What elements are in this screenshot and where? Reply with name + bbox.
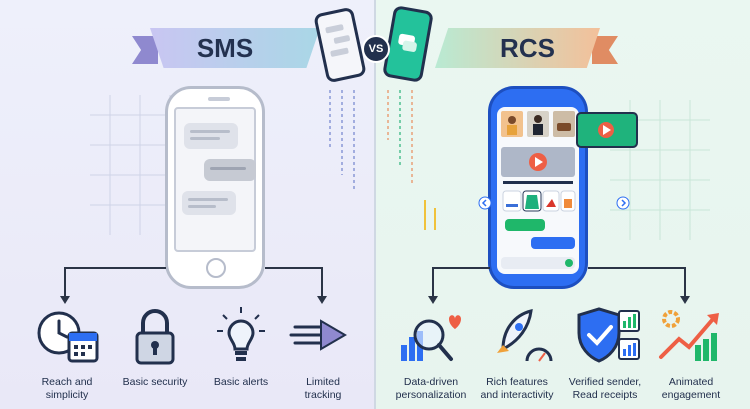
clock-calendar-icon: [37, 311, 99, 363]
feature-limited-tracking: Limited tracking: [278, 305, 368, 402]
chevron-right-icon[interactable]: [616, 196, 630, 210]
rcs-video-card: [576, 112, 638, 148]
sms-banner: SMS: [150, 28, 320, 68]
rcs-banner: RCS: [435, 28, 600, 68]
arrow-down-icon: [60, 296, 70, 304]
center-divider: [374, 0, 376, 409]
growth-arrow-gear-icon: [659, 310, 719, 361]
feature-verified-sender: Verified sender, Read receipts: [560, 305, 650, 402]
sms-phone: [165, 86, 265, 289]
rcs-tree-drop: [684, 267, 686, 297]
rcs-signal-lines: [387, 90, 436, 230]
feature-reach-simplicity: Reach and simplicity: [22, 305, 112, 402]
feature-label: Limited tracking: [304, 376, 342, 401]
mini-rcs-phone-icon: [382, 5, 434, 83]
feature-rich-features: Rich features and interactivity: [472, 305, 562, 402]
sms-tree-drop: [64, 267, 66, 297]
sms-bubble-incoming: [182, 191, 236, 215]
padlock-icon: [135, 309, 175, 365]
feature-basic-security: Basic security: [110, 305, 200, 389]
rcs-tree-bar: [588, 267, 685, 269]
chevron-left-icon[interactable]: [478, 196, 492, 210]
sms-tree-bar: [64, 267, 166, 269]
rcs-tree-drop: [432, 267, 434, 297]
feature-label: Animated engagement: [661, 376, 721, 401]
feature-label: Basic security: [122, 376, 188, 388]
feature-label: Verified sender, Read receipts: [568, 376, 642, 401]
rcs-phone: [488, 86, 588, 289]
feature-label: Rich features and interactivity: [480, 376, 554, 401]
sms-bubble-incoming: [184, 123, 238, 149]
sms-phone-screen: [174, 107, 256, 252]
feature-animated-engagement: Animated engagement: [646, 305, 736, 402]
rcs-tree-bar: [432, 267, 490, 269]
sms-tree-bar: [265, 267, 323, 269]
shield-check-chart-icon: [577, 307, 640, 363]
arrow-down-icon: [680, 296, 690, 304]
rocket-gauge-icon: [497, 309, 553, 362]
feature-label: Reach and simplicity: [41, 376, 93, 401]
feature-data-driven-personalization: Data-driven personalization: [386, 305, 476, 402]
sms-signal-lines: [329, 90, 355, 190]
speed-arrow-icon: [289, 319, 347, 351]
feature-label: Data-driven personalization: [395, 376, 467, 401]
phone-speaker: [208, 97, 230, 101]
arrow-down-icon: [317, 296, 327, 304]
sms-tree-drop: [321, 267, 323, 297]
sms-bubble-outgoing: [204, 159, 256, 181]
lightbulb-icon: [217, 307, 265, 361]
feature-label: Basic alerts: [213, 376, 269, 388]
vs-badge: VS: [362, 35, 390, 63]
phone-home-button: [206, 258, 226, 278]
feature-basic-alerts: Basic alerts: [196, 305, 286, 389]
arrow-down-icon: [428, 296, 438, 304]
magnifier-chart-heart-icon: [401, 315, 461, 361]
rcs-phone-screen: [497, 107, 579, 274]
